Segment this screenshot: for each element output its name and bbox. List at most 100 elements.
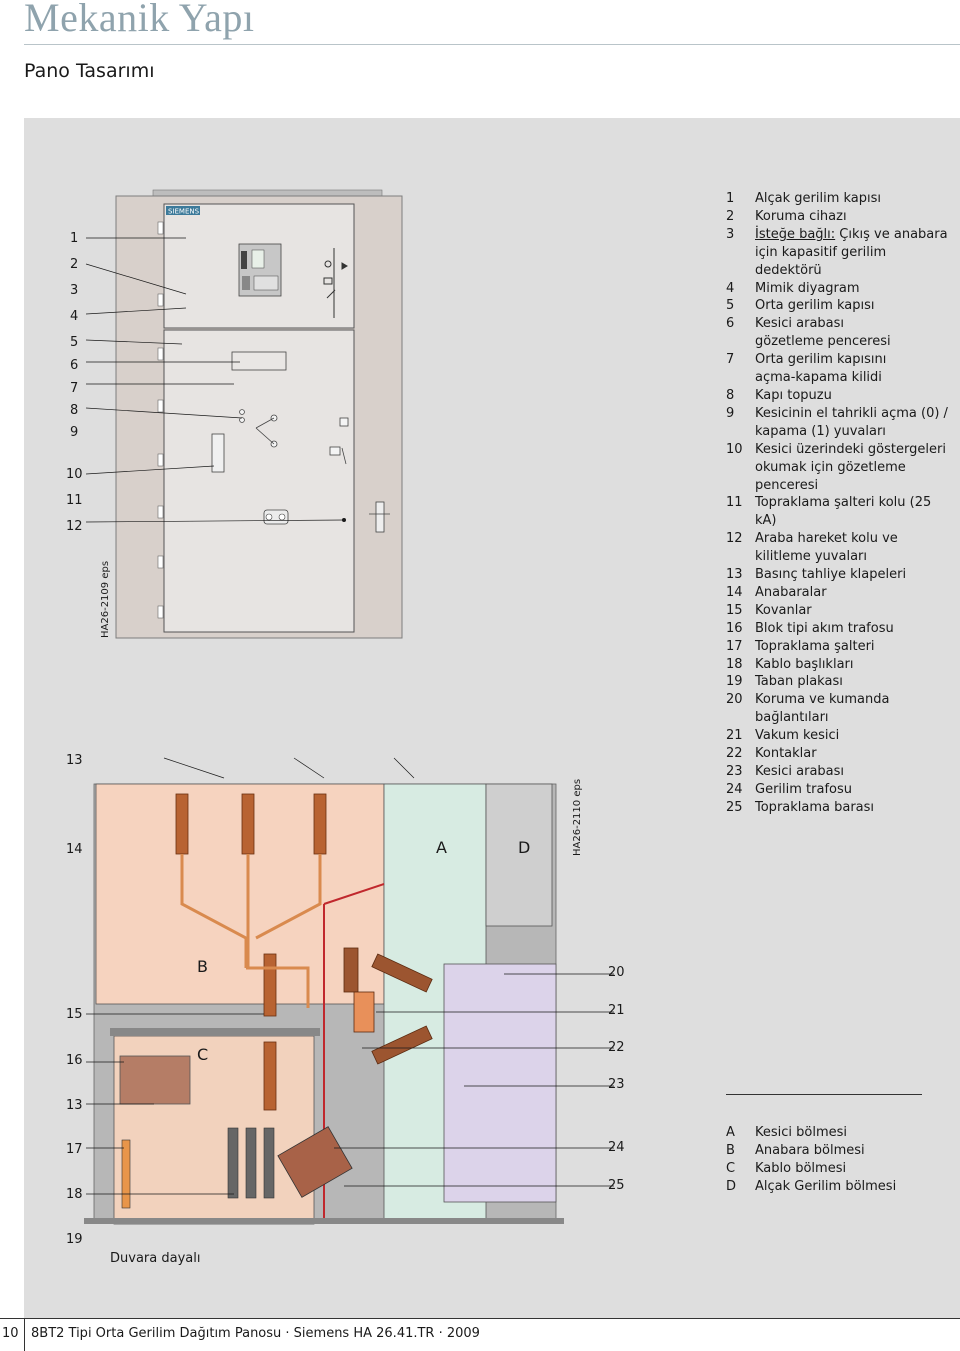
legend-row: 1 Alçak gerilim kapısı <box>726 190 956 208</box>
legend-key <box>726 709 755 727</box>
legend-value: gözetleme penceresi <box>755 334 891 350</box>
callout-13b: 13 <box>66 1098 83 1113</box>
trolley-inspection-window <box>231 351 287 371</box>
callout-4: 4 <box>70 309 79 324</box>
mimic-diagram <box>323 248 348 318</box>
legend-key: 4 <box>726 280 735 296</box>
legend-key <box>726 369 755 387</box>
legend-text: penceresi <box>755 477 956 495</box>
legend-key <box>726 244 755 280</box>
legend-text: Kablo başlıkları <box>755 656 956 674</box>
current-transformer <box>119 1055 191 1105</box>
compartment-label-c: C <box>197 1045 209 1064</box>
legend-value: Koruma ve kumanda <box>755 692 890 708</box>
legend-value: bağlantıları <box>755 710 829 726</box>
legend-key: 19 <box>726 674 743 690</box>
callout-11: 11 <box>66 493 83 508</box>
legend-text: Alçak Gerilim bölmesi <box>755 1178 956 1196</box>
legend-row: 18 Kablo başlıkları <box>726 656 956 674</box>
callout-14: 14 <box>66 842 83 857</box>
switchgear-cross-section <box>84 783 614 1225</box>
legend-key: 11 <box>726 495 743 511</box>
legend-value: Kapı topuzu <box>755 387 832 403</box>
legend-value: okumak için gözetleme <box>755 459 906 475</box>
legend-text: İsteğe bağlı: Çıkış ve anabara <box>755 226 956 244</box>
indicator-window <box>329 417 349 465</box>
callout-25: 25 <box>608 1178 625 1193</box>
figure-panel: SIEMENS <box>24 118 960 1318</box>
legend-value: Topraklama şalteri kolu (25 kA) <box>755 495 932 529</box>
legend-value: Kesicinin el tahrikli açma (0) / <box>755 405 948 421</box>
callout-18: 18 <box>66 1187 83 1202</box>
legend-value: Vakum kesici <box>755 728 840 744</box>
bottom-callout-lines <box>86 973 614 1195</box>
legend-text: Araba hareket kolu ve <box>755 530 956 548</box>
callout-16: 16 <box>66 1053 83 1068</box>
legend-value: Topraklama şalteri <box>755 638 875 654</box>
legend-value: Alçak gerilim kapısı <box>755 191 882 206</box>
footer-divider <box>0 1318 960 1319</box>
callout-9: 9 <box>70 425 79 440</box>
legend-key: 18 <box>726 656 743 672</box>
callout-7: 7 <box>70 381 79 396</box>
legend-text: Kesici arabası <box>755 763 956 781</box>
legend-row: 6 Kesici arabası <box>726 315 956 333</box>
legend-text: için kapasitif gerilim dedektörü <box>755 244 956 280</box>
legend-value: Koruma cihazı <box>755 208 847 224</box>
legend-value: Orta gerilim kapısını <box>755 352 887 368</box>
legend-text: Alçak gerilim kapısı <box>755 190 956 208</box>
legend-key: 24 <box>726 781 743 797</box>
legend-key: 10 <box>726 441 743 457</box>
eps-label-bottom: HA26-2110 eps <box>572 778 583 856</box>
legend-key <box>726 477 755 495</box>
legend-optional-label: İsteğe bağlı: <box>755 226 836 242</box>
legend-value: Kablo bölmesi <box>755 1160 847 1176</box>
legend-text: Topraklama şalteri kolu (25 kA) <box>755 494 956 530</box>
callout-6: 6 <box>70 358 79 373</box>
callout-17: 17 <box>66 1142 83 1157</box>
legend-value: Anabaralar <box>755 584 827 600</box>
legend-row: açma-kapama kilidi <box>726 369 956 387</box>
callout-15: 15 <box>66 1007 83 1022</box>
footer-separator <box>24 1318 25 1351</box>
legend-divider <box>726 1094 922 1095</box>
legend-key: 16 <box>726 620 743 636</box>
legend-value: Kesici arabası <box>755 764 845 779</box>
legend-key: 6 <box>726 316 735 332</box>
legend-text: Mimik diyagram <box>755 280 956 298</box>
legend-key: D <box>726 1178 737 1194</box>
legend-row: kapama (1) yuvaları <box>726 423 956 441</box>
page-title: Mekanik Yapı <box>24 0 255 40</box>
page-subtitle: Pano Tasarımı <box>24 60 155 82</box>
legend-key: 15 <box>726 602 743 618</box>
legend-text: Kesici arabası <box>755 315 956 333</box>
callout-21: 21 <box>608 1003 625 1018</box>
legend-value: Çıkış ve anabara <box>835 226 948 242</box>
callout-19: 19 <box>66 1232 83 1247</box>
manual-operation-slots <box>239 409 278 448</box>
legend-key <box>726 423 755 441</box>
wall-note: Duvara dayalı <box>110 1251 201 1266</box>
legend-value: Gerilim trafosu <box>755 781 852 797</box>
callout-24: 24 <box>608 1140 625 1155</box>
legend-key: 20 <box>726 692 743 708</box>
callout-13: 13 <box>66 753 83 768</box>
legend-key: 1 <box>726 191 735 206</box>
legend-row: için kapasitif gerilim dedektörü <box>726 244 956 280</box>
legend-key: 2 <box>726 208 735 224</box>
legend-row: 2 Koruma cihazı <box>726 208 956 226</box>
